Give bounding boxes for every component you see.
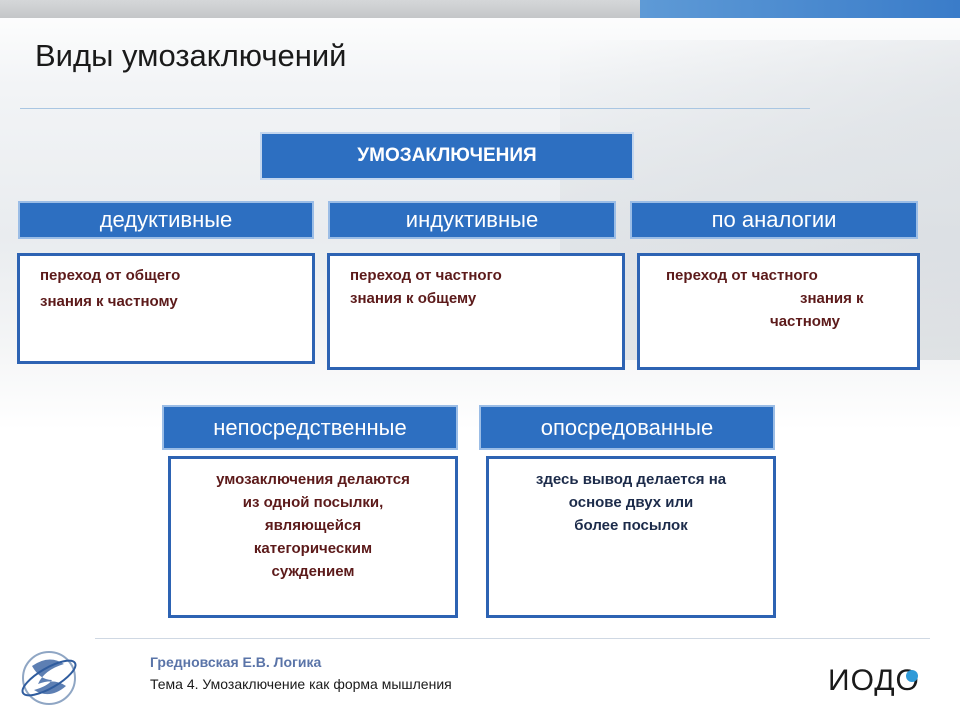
node-deductive: дедуктивные — [18, 201, 314, 239]
desc-inductive-line-2: знания к общему — [350, 290, 477, 307]
desc-immediate-line-1: умозаключения делаются — [216, 471, 410, 488]
node-analogy: по аналогии — [630, 201, 918, 239]
desc-mediated-line-3: более посылок — [574, 517, 688, 534]
desc-immediate-line-5: суждением — [271, 563, 355, 580]
footer-divider — [95, 638, 930, 639]
internet-university-logo-icon — [21, 651, 77, 705]
top-accent-strip — [640, 0, 960, 18]
desc-deductive-line-2: знания к частному — [40, 293, 178, 310]
title-divider — [20, 108, 810, 109]
desc-inductive-line-1: переход от частного — [350, 267, 502, 284]
footer-author: Гредновская Е.В. Логика — [150, 654, 322, 670]
desc-analogy-line-3: частному — [770, 313, 841, 330]
desc-immediate-line-3: являющейся — [264, 517, 362, 534]
desc-analogy-line-1: переход от частного — [666, 267, 818, 284]
desc-mediated-line-2: основе двух или — [568, 494, 694, 511]
desc-immediate-line-4: категорическим — [253, 540, 373, 557]
desc-analogy-line-2: знания к — [800, 290, 864, 307]
iodo-logo: ИОДО — [828, 664, 920, 697]
root-node: УМОЗАКЛЮЧЕНИЯ — [260, 132, 634, 180]
iodo-logo-dot-icon — [906, 670, 918, 682]
page-title: Виды умозаключений — [35, 38, 347, 73]
desc-deductive: переход от общего знания к частному — [17, 253, 315, 364]
desc-mediated-line-1: здесь вывод делается на — [535, 471, 727, 488]
desc-analogy: переход от частного знания к частному — [637, 253, 920, 370]
desc-inductive: переход от частного знания к общему — [327, 253, 625, 370]
node-immediate: непосредственные — [162, 405, 458, 450]
desc-mediated: здесь вывод делается на основе двух или … — [486, 456, 776, 618]
footer-topic: Тема 4. Умозаключение как форма мышления — [150, 676, 452, 692]
node-mediated: опосредованные — [479, 405, 775, 450]
desc-immediate: умозаключения делаются из одной посылки,… — [168, 456, 458, 618]
node-inductive: индуктивные — [328, 201, 616, 239]
desc-deductive-line-1: переход от общего — [40, 267, 181, 284]
top-strip — [0, 0, 640, 18]
desc-immediate-line-2: из одной посылки, — [242, 494, 384, 511]
